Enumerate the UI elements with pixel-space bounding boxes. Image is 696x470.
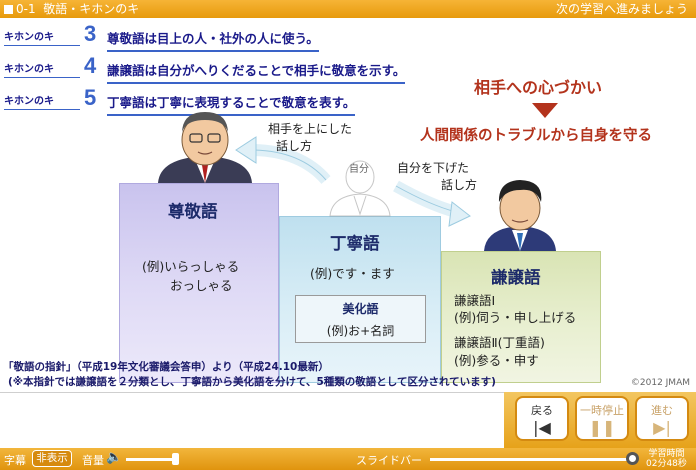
down-label-line-1: 自分を下げた <box>397 161 470 175</box>
consideration-text: 相手への心づかい <box>474 78 603 97</box>
self-label: 自分 <box>349 164 369 175</box>
basic-tag: キホンのキ <box>4 32 54 43</box>
tag-underline <box>4 45 80 46</box>
sonkeigo-column <box>119 183 279 383</box>
control-bar: 字幕 非表示 音量 🔈 スライドバー 学習時間 02分48秒 <box>0 448 696 470</box>
self-silhouette-icon <box>329 160 391 217</box>
study-time-value: 02分48秒 <box>646 459 687 469</box>
slide-bar[interactable] <box>430 458 630 461</box>
tag-underline <box>4 109 80 110</box>
teineigo-example: (例)です・ます <box>310 266 395 281</box>
kenjogo-example-2: (例)参る・申す <box>454 353 539 368</box>
up-arrow-icon <box>235 136 331 185</box>
sonkeigo-example-2: おっしゃる <box>170 278 233 293</box>
up-label-line-2: 話し方 <box>276 139 313 153</box>
lesson-name: 敬語・キホンのキ <box>43 2 140 16</box>
forward-button[interactable]: 進む ▶| <box>635 396 689 441</box>
caption-label: 字幕 <box>4 454 26 467</box>
kenjogo-column <box>441 251 601 383</box>
lesson-title: 0-1 敬語・キホンのキ <box>4 0 139 18</box>
study-time-label: 学習時間 <box>648 449 685 459</box>
sonkeigo-example-1: (例)いらっしゃる <box>142 259 240 274</box>
basic-tag: キホンのキ <box>4 64 54 75</box>
skip-back-icon: |◀ <box>533 418 551 437</box>
up-label-line-1: 相手を上にした <box>268 122 353 136</box>
slider-label: スライドバー <box>356 454 422 467</box>
pause-label: 一時停止 <box>580 404 624 417</box>
bikago-example: (例)お+名詞 <box>326 324 395 338</box>
kenjogo-title: 謙譲語 <box>491 268 541 287</box>
teineigo-title: 丁寧語 <box>330 234 380 253</box>
down-arrow-icon <box>532 103 558 118</box>
basic-tag: キホンのキ <box>4 96 54 107</box>
basic-number: 3 <box>84 21 97 46</box>
pause-icon: ❚❚ <box>588 418 616 437</box>
slide-knob[interactable] <box>626 452 639 465</box>
down-label-line-2: 話し方 <box>441 178 478 192</box>
forward-label: 進む <box>651 404 673 417</box>
up-arrow-label: 相手を上にした 話し方 <box>268 121 352 155</box>
tag-underline <box>4 77 80 78</box>
basic-text: 尊敬語は目上の人・社外の人に使う。 <box>107 28 319 52</box>
kenjogo-type-2: 謙譲語Ⅱ(丁重語) <box>454 335 545 350</box>
caption-toggle-button[interactable]: 非表示 <box>32 450 72 467</box>
pause-button[interactable]: 一時停止 ❚❚ <box>575 396 629 441</box>
source-citation: 「敬語の指針」（平成19年文化審議会答申）より（平成24.10最新） <box>3 361 329 373</box>
bikago-title: 美化語 <box>342 302 379 316</box>
kenjogo-type-1: 謙譲語Ⅰ <box>454 293 496 308</box>
basic-text: 丁寧語は丁寧に表現することで敬意を表す。 <box>107 92 356 116</box>
down-arrow-label: 自分を下げた 話し方 <box>397 160 477 194</box>
kenjogo-example-1: (例)伺う・申し上げる <box>454 310 577 325</box>
next-lesson-link[interactable]: 次の学習へ進みましょう <box>555 2 688 16</box>
volume-knob[interactable] <box>172 453 179 465</box>
down-arrow-curve-icon <box>393 180 471 227</box>
back-label: 戻る <box>531 404 553 417</box>
basic-number: 4 <box>84 53 97 78</box>
basic-text: 謙譲語は自分がへりくだることで相手に敬意を示す。 <box>107 60 406 84</box>
volume-label: 音量 <box>82 454 104 467</box>
basic-number: 5 <box>84 85 97 110</box>
speaker-icon[interactable]: 🔈 <box>106 450 123 465</box>
source-note: (※本指針では謙譲語を２分類とし、丁寧語から美化語を分けて、5種類の敬語として区… <box>8 376 496 388</box>
young-person-icon <box>484 180 556 251</box>
copyright: ©2012 JMAM <box>630 378 690 388</box>
senior-person-icon <box>158 112 252 183</box>
study-time: 学習時間 02分48秒 <box>646 449 687 469</box>
sonkeigo-title: 尊敬語 <box>168 202 218 221</box>
volume-slider[interactable] <box>126 458 178 461</box>
square-icon <box>4 5 13 14</box>
back-button[interactable]: 戻る |◀ <box>515 396 569 441</box>
bikago-box: 美化語 (例)お+名詞 <box>295 295 426 343</box>
protect-text: 人間関係のトラブルから自身を守る <box>420 128 652 144</box>
skip-forward-icon: ▶| <box>653 418 671 437</box>
top-bar: 0-1 敬語・キホンのキ 次の学習へ進みましょう <box>0 0 696 18</box>
lesson-number: 0-1 <box>16 2 36 16</box>
